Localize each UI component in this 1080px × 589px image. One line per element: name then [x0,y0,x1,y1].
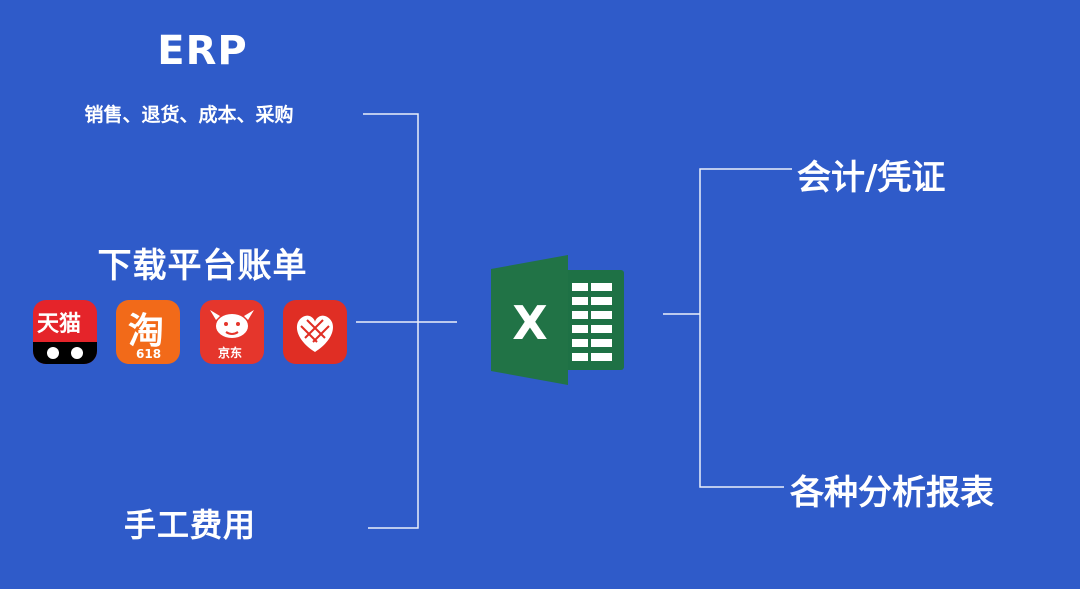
left-bracket [363,113,419,529]
jd-label: 京东 [218,346,243,360]
output-reports: 各种分析报表 [790,473,994,513]
excel-icon: X [491,255,624,385]
taobao-618-badge: 618 [136,347,162,361]
excel-letter: X [512,296,547,350]
platform-bill-title: 下载平台账单 [97,246,308,286]
taobao-label: 淘 [128,311,165,352]
erp-title: ERP [157,28,248,74]
manual-expense-title: 手工费用 [123,506,256,544]
pinduoduo-app-icon [283,300,347,364]
tmall-cat-face [33,342,97,364]
tmall-label: 天猫 [37,312,82,337]
taobao-app-icon: 淘 618 [116,300,180,364]
output-accounting: 会计/凭证 [797,158,946,198]
tmall-app-icon: 天猫 [33,300,97,364]
right-bracket [699,168,792,488]
jd-dog-icon [210,310,254,338]
erp-subtitle: 销售、退货、成本、采购 [84,104,294,126]
jd-app-icon: 京东 [200,300,264,364]
pinduoduo-heart-icon [296,315,334,352]
